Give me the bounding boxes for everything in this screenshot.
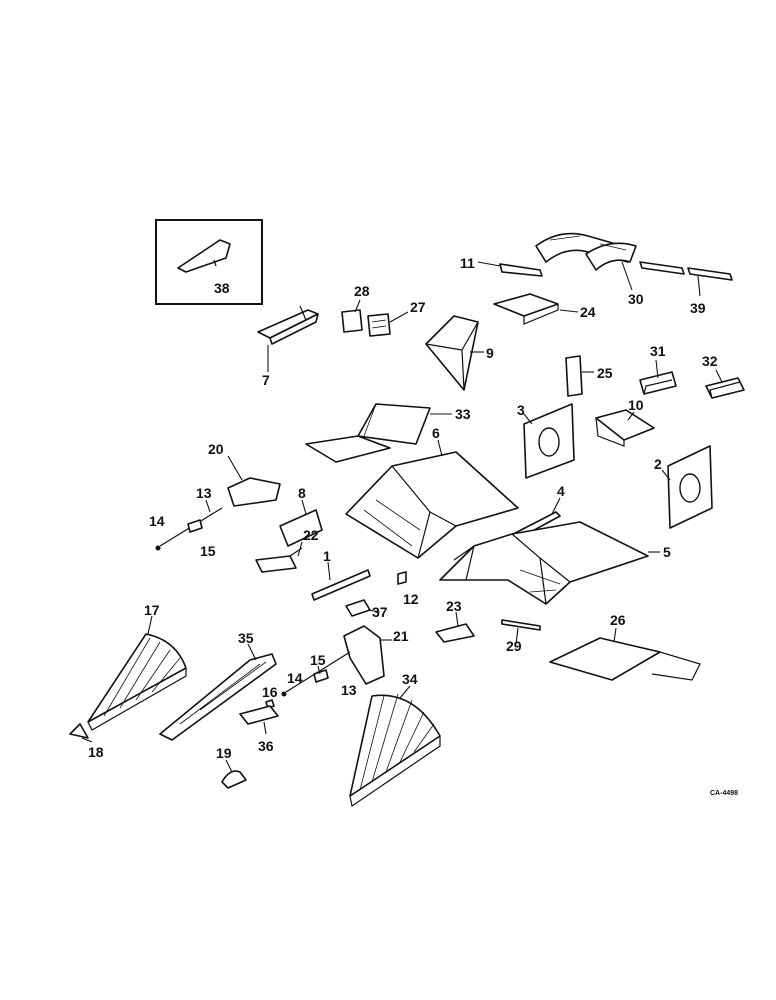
callout-23: 23 — [446, 598, 462, 614]
callout-21: 21 — [393, 628, 409, 644]
callout-17: 17 — [144, 602, 160, 618]
part-11 — [477, 261, 543, 277]
part-25 — [565, 355, 594, 397]
callout-33: 33 — [455, 406, 471, 422]
callout-15-right: 15 — [310, 652, 326, 668]
callout-30: 30 — [628, 291, 644, 307]
part-19 — [221, 759, 247, 789]
callout-13-left: 13 — [196, 485, 212, 501]
callout-labels: 38 7 28 27 9 11 30 39 24 25 31 32 33 3 1… — [88, 255, 738, 797]
part-21 — [343, 625, 392, 685]
callout-12: 12 — [403, 591, 419, 607]
callout-13-right: 13 — [341, 682, 357, 698]
part-12 — [397, 571, 407, 585]
part-31 — [639, 359, 677, 395]
callout-5: 5 — [663, 544, 671, 560]
callout-34: 34 — [402, 671, 418, 687]
callout-8: 8 — [298, 485, 306, 501]
callout-38: 38 — [214, 280, 230, 296]
callout-2: 2 — [654, 456, 662, 472]
part-9 — [425, 315, 484, 391]
part-5 — [439, 521, 660, 605]
callout-29: 29 — [506, 638, 522, 654]
callout-10: 10 — [628, 397, 644, 413]
part-24 — [493, 293, 579, 325]
part-29 — [501, 619, 541, 645]
callout-22: 22 — [303, 527, 319, 543]
part-2 — [661, 445, 713, 529]
callout-6: 6 — [432, 425, 440, 441]
callout-14-left: 14 — [149, 513, 165, 529]
callout-37: 37 — [372, 604, 388, 620]
callout-16: 16 — [262, 684, 278, 700]
part-27 — [367, 311, 409, 337]
part-33 — [305, 403, 452, 463]
callout-9: 9 — [486, 345, 494, 361]
callout-18: 18 — [88, 744, 104, 760]
callout-4: 4 — [557, 483, 565, 499]
callout-3: 3 — [517, 402, 525, 418]
callout-25: 25 — [597, 365, 613, 381]
part-30 — [535, 232, 637, 291]
part-18 — [69, 723, 93, 743]
part-7 — [257, 305, 319, 372]
part-6 — [345, 439, 519, 559]
callout-20: 20 — [208, 441, 224, 457]
callout-15-left: 15 — [200, 543, 216, 559]
callout-28: 28 — [354, 283, 370, 299]
callout-1: 1 — [323, 548, 331, 564]
callout-36: 36 — [258, 738, 274, 754]
callout-11: 11 — [460, 255, 475, 271]
callout-14-right: 14 — [287, 670, 303, 686]
callout-39: 39 — [690, 300, 706, 316]
part-23 — [435, 611, 475, 643]
part-39 — [639, 261, 733, 297]
part-3 — [523, 403, 575, 479]
inset-box — [155, 219, 263, 305]
callout-7: 7 — [262, 372, 270, 388]
callout-27: 27 — [410, 299, 426, 315]
part-37 — [345, 599, 381, 617]
part-8 — [279, 499, 323, 547]
part-20 — [227, 455, 281, 507]
part-13-right — [281, 651, 351, 697]
part-13-left — [155, 499, 223, 551]
callout-32: 32 — [702, 353, 718, 369]
part-17 — [87, 615, 187, 731]
part-10 — [595, 409, 655, 447]
callout-31: 31 — [650, 343, 666, 359]
part-32 — [705, 369, 745, 399]
part-1 — [311, 561, 371, 601]
part-22 — [255, 541, 303, 573]
part-34 — [349, 685, 441, 808]
callout-35: 35 — [238, 630, 254, 646]
part-35 — [159, 643, 277, 741]
diagram-code: CA-4498 — [710, 790, 738, 797]
callout-26: 26 — [610, 612, 626, 628]
part-26 — [549, 627, 701, 681]
part-36 — [239, 705, 279, 735]
part-28 — [341, 299, 363, 333]
callout-24: 24 — [580, 304, 596, 320]
callout-19: 19 — [216, 745, 232, 761]
